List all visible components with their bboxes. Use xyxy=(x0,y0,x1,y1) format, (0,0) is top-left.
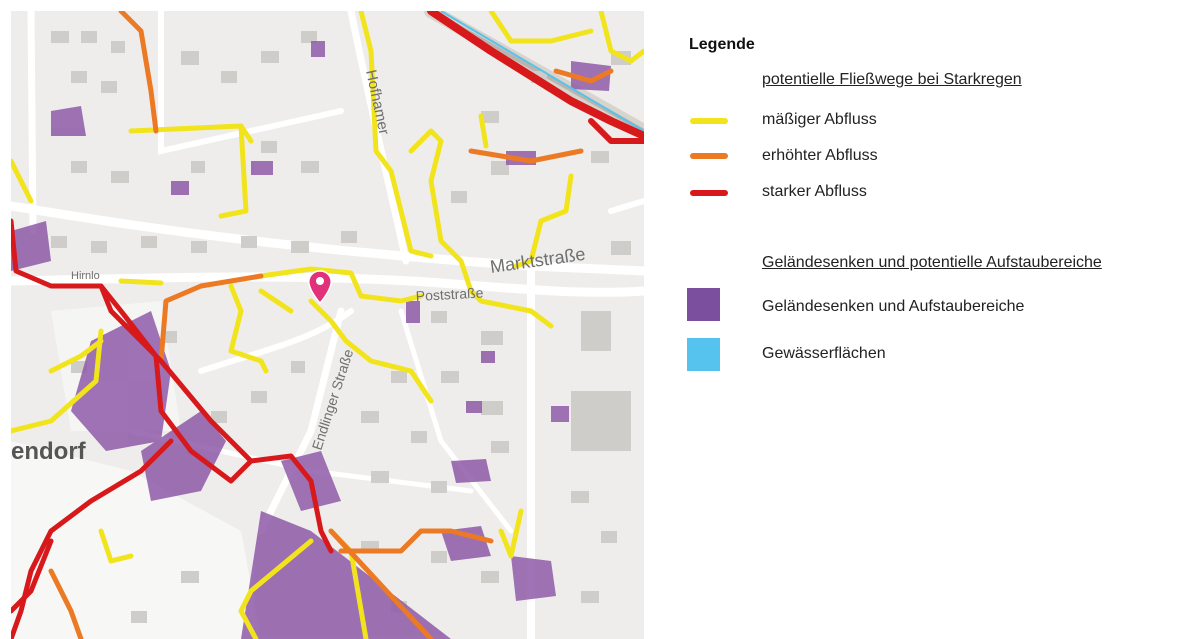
legend: Legende potentielle Fließwege bei Starkr… xyxy=(687,0,1178,639)
legend-swatch-elevated xyxy=(690,153,728,159)
map-canvas: Marktstraße Poststraße Hofhamer Endlinge… xyxy=(11,11,644,639)
map-label-hirn: Hirnlo xyxy=(71,270,100,282)
map-label-post: Poststraße xyxy=(415,284,484,304)
legend-label-depression: Geländesenken und Aufstaubereiche xyxy=(762,298,1025,315)
flow-elevated xyxy=(48,11,614,639)
legend-swatch-strong xyxy=(690,190,728,196)
legend-label-water: Gewässerflächen xyxy=(762,345,886,362)
legend-area-heading: Geländesenken und potentielle Aufstauber… xyxy=(762,254,1102,271)
legend-label-moderate: mäßiger Abfluss xyxy=(762,111,877,128)
location-marker-icon[interactable] xyxy=(308,270,332,305)
flow-strong xyxy=(11,11,644,639)
legend-swatch-depression xyxy=(687,288,720,321)
legend-flow-heading: potentielle Fließwege bei Starkregen xyxy=(762,71,1022,88)
map-label-town: endorf xyxy=(11,438,87,465)
map-view[interactable]: Marktstraße Poststraße Hofhamer Endlinge… xyxy=(11,11,644,639)
legend-label-strong: starker Abfluss xyxy=(762,183,867,200)
legend-title: Legende xyxy=(689,36,755,53)
legend-label-elevated: erhöhter Abfluss xyxy=(762,147,878,164)
water-area xyxy=(440,11,644,132)
legend-swatch-water xyxy=(687,338,720,371)
legend-swatch-moderate xyxy=(690,118,728,124)
flow-moderate xyxy=(11,11,644,639)
